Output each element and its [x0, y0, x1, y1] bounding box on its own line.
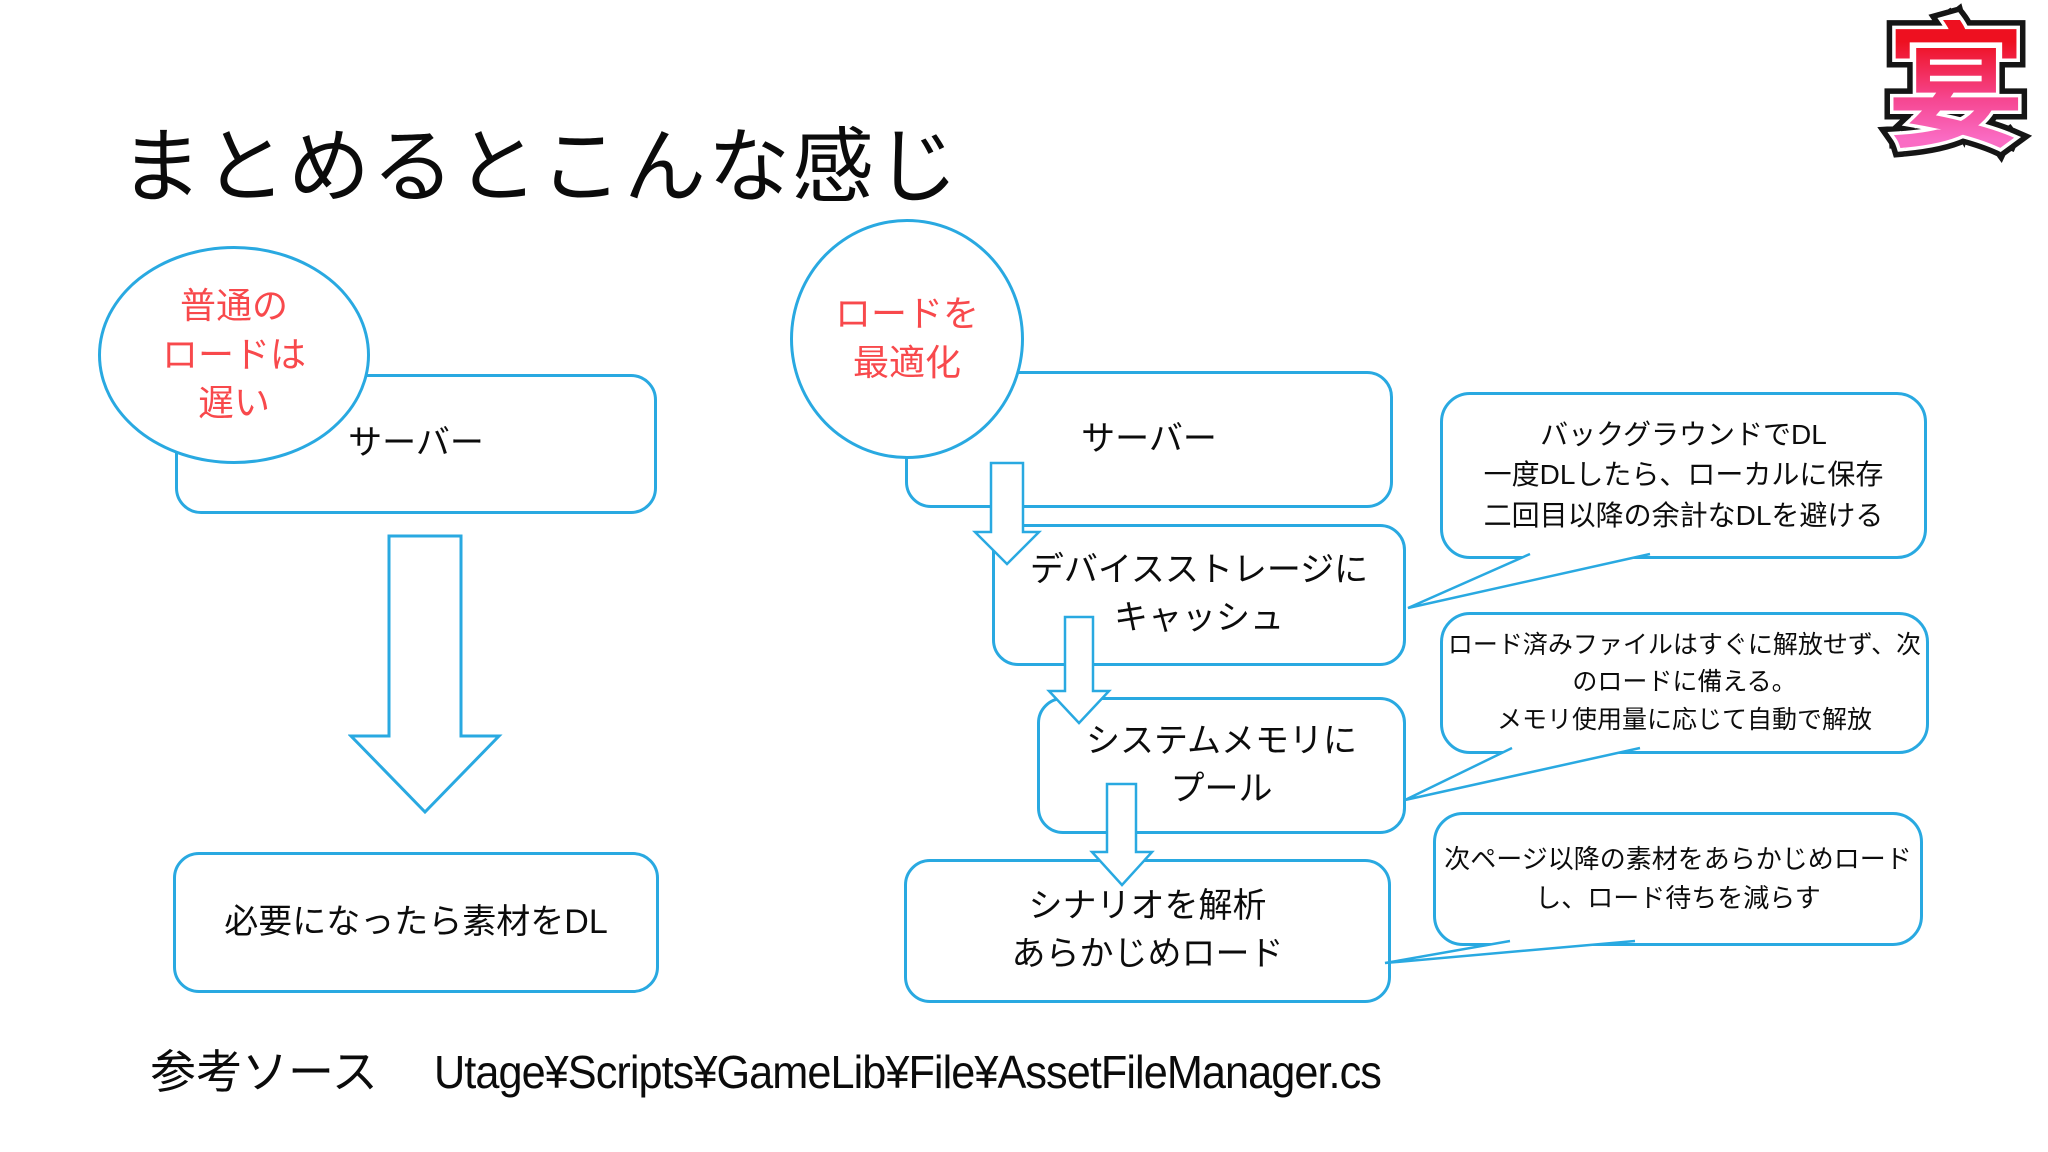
flow-step-left-download-on-demand: 必要になったら素材をDL [173, 852, 659, 993]
flow-step-label: サーバー [348, 424, 484, 463]
down-arrow-icon [1089, 782, 1155, 887]
flow-step-label: サーバー [1081, 419, 1217, 458]
callout-preload-next-pages: 次ページ以降の素材をあらかじめロード し、ロード待ちを減らす [1433, 812, 1923, 946]
callout-memory-release: ロード済みファイルはすぐに解放せず、次 のロードに備える。 メモリ使用量に応じて… [1440, 612, 1929, 754]
flow-step-label: 必要になったら素材をDL [224, 902, 608, 941]
callout-text: ロード済みファイルはすぐに解放せず、次 のロードに備える。 メモリ使用量に応じて… [1447, 630, 1922, 734]
callout-text: 次ページ以降の素材をあらかじめロード し、ロード待ちを減らす [1444, 844, 1912, 913]
big-down-arrow-icon [348, 534, 503, 815]
speech-bubble-optimize-load: ロードを 最適化 [790, 219, 1024, 459]
callout-tail [1407, 552, 1651, 610]
bubble-label: 普通の ロードは 遅い [161, 285, 306, 424]
speech-bubble-normal-load-slow: 普通の ロードは 遅い [98, 246, 370, 464]
flow-step-label: シナリオを解析 あらかじめロード [1011, 887, 1284, 973]
reference-source: 参考ソース Utage¥Scripts¥GameLib¥File¥AssetFi… [150, 1036, 1441, 1102]
flow-step-device-storage-cache: デバイスストレージに キャッシュ [992, 524, 1406, 666]
utage-logo-inner-outline: 宴 [1885, 17, 2028, 160]
down-arrow-icon [1046, 615, 1112, 725]
callout-tail [1384, 939, 1636, 965]
reference-source-path: Utage¥Scripts¥GameLib¥File¥AssetFileMana… [433, 1046, 1382, 1098]
callout-tail [1404, 746, 1641, 802]
utage-logo-glyph: 宴 [1888, 12, 2024, 164]
callout-text: バックグラウンドでDL 一度DLしたら、ローカルに保存 二回目以降の余計なDLを… [1483, 418, 1884, 531]
flow-step-scenario-preload: シナリオを解析 あらかじめロード [904, 859, 1391, 1003]
down-arrow-icon [972, 461, 1042, 566]
flow-step-label: システムメモリに プール [1086, 721, 1357, 808]
utage-logo: 宴 宴 宴 [1872, 8, 2040, 168]
flow-step-system-memory-pool: システムメモリに プール [1037, 697, 1406, 834]
callout-background-download: バックグラウンドでDL 一度DLしたら、ローカルに保存 二回目以降の余計なDLを… [1440, 392, 1927, 559]
bubble-label: ロードを 最適化 [834, 293, 979, 383]
flow-step-label: デバイスストレージに キャッシュ [1029, 551, 1369, 637]
utage-logo-outline: 宴 [1879, 11, 2033, 165]
reference-source-label: 参考ソース [150, 1046, 378, 1098]
slide-title: まとめるとこんな感じ [120, 122, 961, 213]
